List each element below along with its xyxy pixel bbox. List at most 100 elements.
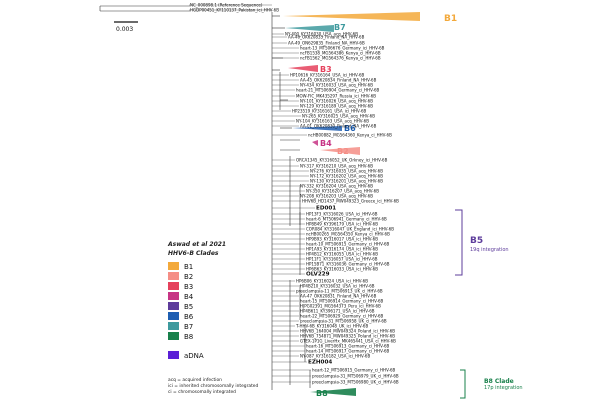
clade-b4-label: B4: [320, 139, 332, 148]
tip-label: AA-47_OK620831_Finland_NA_HHV-6B: [300, 293, 377, 298]
legend-swatch-b6: [168, 312, 179, 320]
tip-label: preeclampsia-33_MT506980_UK_ci_HHV-6B: [312, 379, 399, 384]
tip-label: HP4B210_KY316032_USA_ici_HHV-6B: [300, 283, 375, 288]
tip-label: HP4B12_KY316055_USA_ici_HHV-6B: [306, 251, 378, 256]
tip-label: AA-46_OK620833_Finland_NA_HHV-6B: [288, 34, 365, 39]
adna-tip-label: OLV229: [306, 271, 330, 277]
tip-labels: NC_000898.1 (Reference Sequence)HGDP0045…: [189, 2, 399, 384]
legend-swatch-b4: [168, 292, 179, 300]
clade-b2-label: B2: [337, 147, 349, 156]
legend-label-b5: B5: [184, 303, 193, 311]
adna-tip-label: EZH004: [308, 359, 332, 365]
clade-b7-label: B7: [334, 23, 346, 32]
legend-swatch-b2: [168, 272, 179, 280]
tip-label: AA-49_ON629835_Finland_NA_HHV-6B: [288, 40, 365, 45]
clade-b8-clade-label: B8 Clade: [484, 378, 514, 385]
tip-label: T-HHV-6B_KY316048_UK_ici_HHV-6B: [295, 323, 368, 328]
tip-label: NY-104_KY316163_USA_acq_HHV-6B: [296, 118, 369, 123]
tip-label: NY-087_KY316182_USA_ici_HHV-6B: [300, 353, 370, 358]
tip-label: HP13F3_KY316026_USA_ici_HHV-6B: [306, 211, 378, 216]
tree-branches: [99, 5, 311, 390]
scale-bar-label: 0.003: [116, 26, 133, 33]
clade-b8-bracket: [460, 369, 466, 399]
clade-b6-triangle: [292, 126, 342, 131]
tip-label: HHV6B_754871_MW049325_Poland_ici_HHV-6B: [300, 333, 395, 338]
clade-b1-label: B1: [444, 14, 457, 24]
tip-label: ncHB00882_MG564360_Kenya_ci_HHV-6B: [308, 132, 392, 137]
tip-label: HP10616_KY316164_USA_ici_HHV-6B: [290, 72, 365, 77]
tip-label: HP8B49_KY396179_USA_ici_HHV-6B: [306, 221, 378, 226]
legend-swatch-b5: [168, 302, 179, 310]
tip-label: heart-22_MT506929_Germany_ci_HHV-6B: [300, 313, 384, 318]
tip-label: ORCA1345_KY316052_UK_Orkney_ici_HHV-6B: [296, 157, 388, 162]
tip-label: HP1A93_KY316174_USA_ici_HHV-6B: [306, 246, 378, 251]
tip-label: HP6B06_KY316024_USA_ici_HHV-6B: [296, 278, 368, 283]
legend-label-b2: B2: [184, 273, 193, 281]
tip-label: heart-13_MT506676_Germany_ici_HHV-6B: [300, 45, 385, 50]
tip-label: HP6B63_KY316033_USA_ici_HHV-6B: [306, 266, 378, 271]
legend-label-b6: B6: [184, 313, 194, 321]
tip-label: NY-208_KY316203_USA_acq_HHV-6B: [300, 193, 373, 198]
clade-b4-triangle: [312, 140, 318, 146]
tip-label: NY-276_KY316035_USA_acq_HHV-6B: [310, 168, 383, 173]
legend-label-b8: B8: [184, 333, 193, 341]
tip-label: NY-332_KY316204_USA_acq_HHV-6B: [300, 183, 373, 188]
tip-label: HP4B611_KY396171_USA_ici_HHV-6B: [300, 308, 375, 313]
legend-swatch-b8: [168, 332, 179, 340]
clade-b5-bracket: [455, 209, 463, 276]
tip-label: AA-01_OK620830_Finland_NA_HHV-6B: [300, 123, 377, 128]
tip-label: AA-45_OK620834_Finland_NA_HHV-6B: [300, 77, 377, 82]
tip-label: heart-14_MT506917_Germany_ci_HHV-6B: [306, 348, 390, 353]
legend-note-ici: ici = inherited chromosomally integrated: [168, 383, 259, 389]
tip-label: heart-10_MT506915_Germany_ci_HHV-6B: [306, 241, 390, 246]
clade-b8-tri-label: B8: [316, 389, 328, 398]
tip-label: MOW-FIC_MK435297_Russia_ici_HHV-6B: [296, 93, 376, 98]
legend-label-b4: B4: [184, 293, 194, 301]
tip-label: NC_000898.1 (Reference Sequence): [190, 2, 263, 7]
clade-b3-label: B3: [320, 65, 332, 74]
tip-label: NY-434_KY316033_USA_acq_HHV-6B: [300, 82, 373, 87]
tip-label: NY-172_KY316202_USA_acq_HHV-6B: [310, 173, 383, 178]
tip-label: NY-317_KY316210_USA_acq_HHV-6B: [300, 163, 373, 168]
tip-label: heart-16_MT506913_Germany_ci_HHV-6B: [306, 343, 390, 348]
tip-label: GTEX-1P1G_LiverHx_MK465441_USA_ci_HHV-6B: [300, 338, 396, 343]
legend-note-acq: acq = acquired infection: [168, 377, 222, 383]
tip-label: HGDP00451_KY110137_Pakistan_ici_HHV-6B: [190, 7, 279, 12]
legend-title-line2: HHV6-B Clades: [168, 250, 219, 257]
legend-note-ci: ci = chromosomally integrated: [168, 389, 236, 395]
legend-label-b3: B3: [184, 283, 193, 291]
clade-b1-triangle: [283, 12, 420, 21]
legend-label-b1: B1: [184, 263, 193, 271]
clade-b8-clade-sublabel: 17p integration: [484, 385, 523, 391]
tip-label: preeclampsia-31_MT506958_UK_ci_HHV-6B: [300, 318, 387, 323]
adna-tip-label: ED001: [316, 205, 336, 211]
tip-label: NY-101_KY316026_USA_acq_HHV-6B: [300, 98, 373, 103]
tip-label: NY-350_KY316207_USA_acq_HHV-6B: [306, 188, 379, 193]
tip-label: HP23519_KY316161_USA_ici_HHV-6B: [292, 108, 367, 113]
legend-swatch-b7: [168, 322, 179, 330]
tip-label: HP15B71_KY316036_Germany_ci_HHV-6B: [306, 261, 390, 266]
tip-label: heart-15_MT506914_Germany_ci_HHV-6B: [300, 298, 384, 303]
clade-b7-triangle: [285, 25, 334, 32]
legend-adna-label: aDNA: [184, 352, 204, 360]
tip-label: COR084_KY316047_UK_England_ici_HHV-6B: [306, 226, 394, 231]
tip-label: NY-130_KY316201_USA_acq_HHV-6B: [310, 178, 383, 183]
tip-label: ncHB00265_MG564350_Kenya_ci_HHV-6B: [306, 231, 390, 236]
tip-label: HHV6B_HD1437_MW049323_Greece_ici_HHV-6B: [302, 198, 399, 203]
tip-label: NY-129_KY316189_USA_acq_HHV-6B: [300, 103, 373, 108]
tip-label: HHV6B_164004_MW049324_Poland_ici_HHV-6B: [300, 328, 395, 333]
tip-label: ncFB1538_MG564386_Kenya_ci_HHV-6B: [300, 50, 381, 55]
clade-b3-triangle: [288, 65, 318, 72]
tip-label: NY-400_KY316030_USA_acq_HHV-6B: [285, 31, 358, 36]
legend-swatch-b3: [168, 282, 179, 290]
tip-label: heart-21_MT506904_Germany_ci_HHV-6B: [296, 87, 380, 92]
tip-label: HP9B93_KY316017_USA_ici_HHV-6B: [306, 236, 378, 241]
tip-label: heart-12_MT506915_Germany_ci_HHV-6B: [312, 367, 396, 372]
tip-label: heart-6_MT506941_Germany_ci_HHV-6B: [306, 216, 387, 221]
legend-swatch-b1: [168, 262, 179, 270]
tip-label: preeclampsia-31_MT506979_UK_ci_HHV-6B: [312, 373, 399, 378]
tip-label: NY-265_KY316025_USA_acq_HHV-6B: [302, 113, 375, 118]
